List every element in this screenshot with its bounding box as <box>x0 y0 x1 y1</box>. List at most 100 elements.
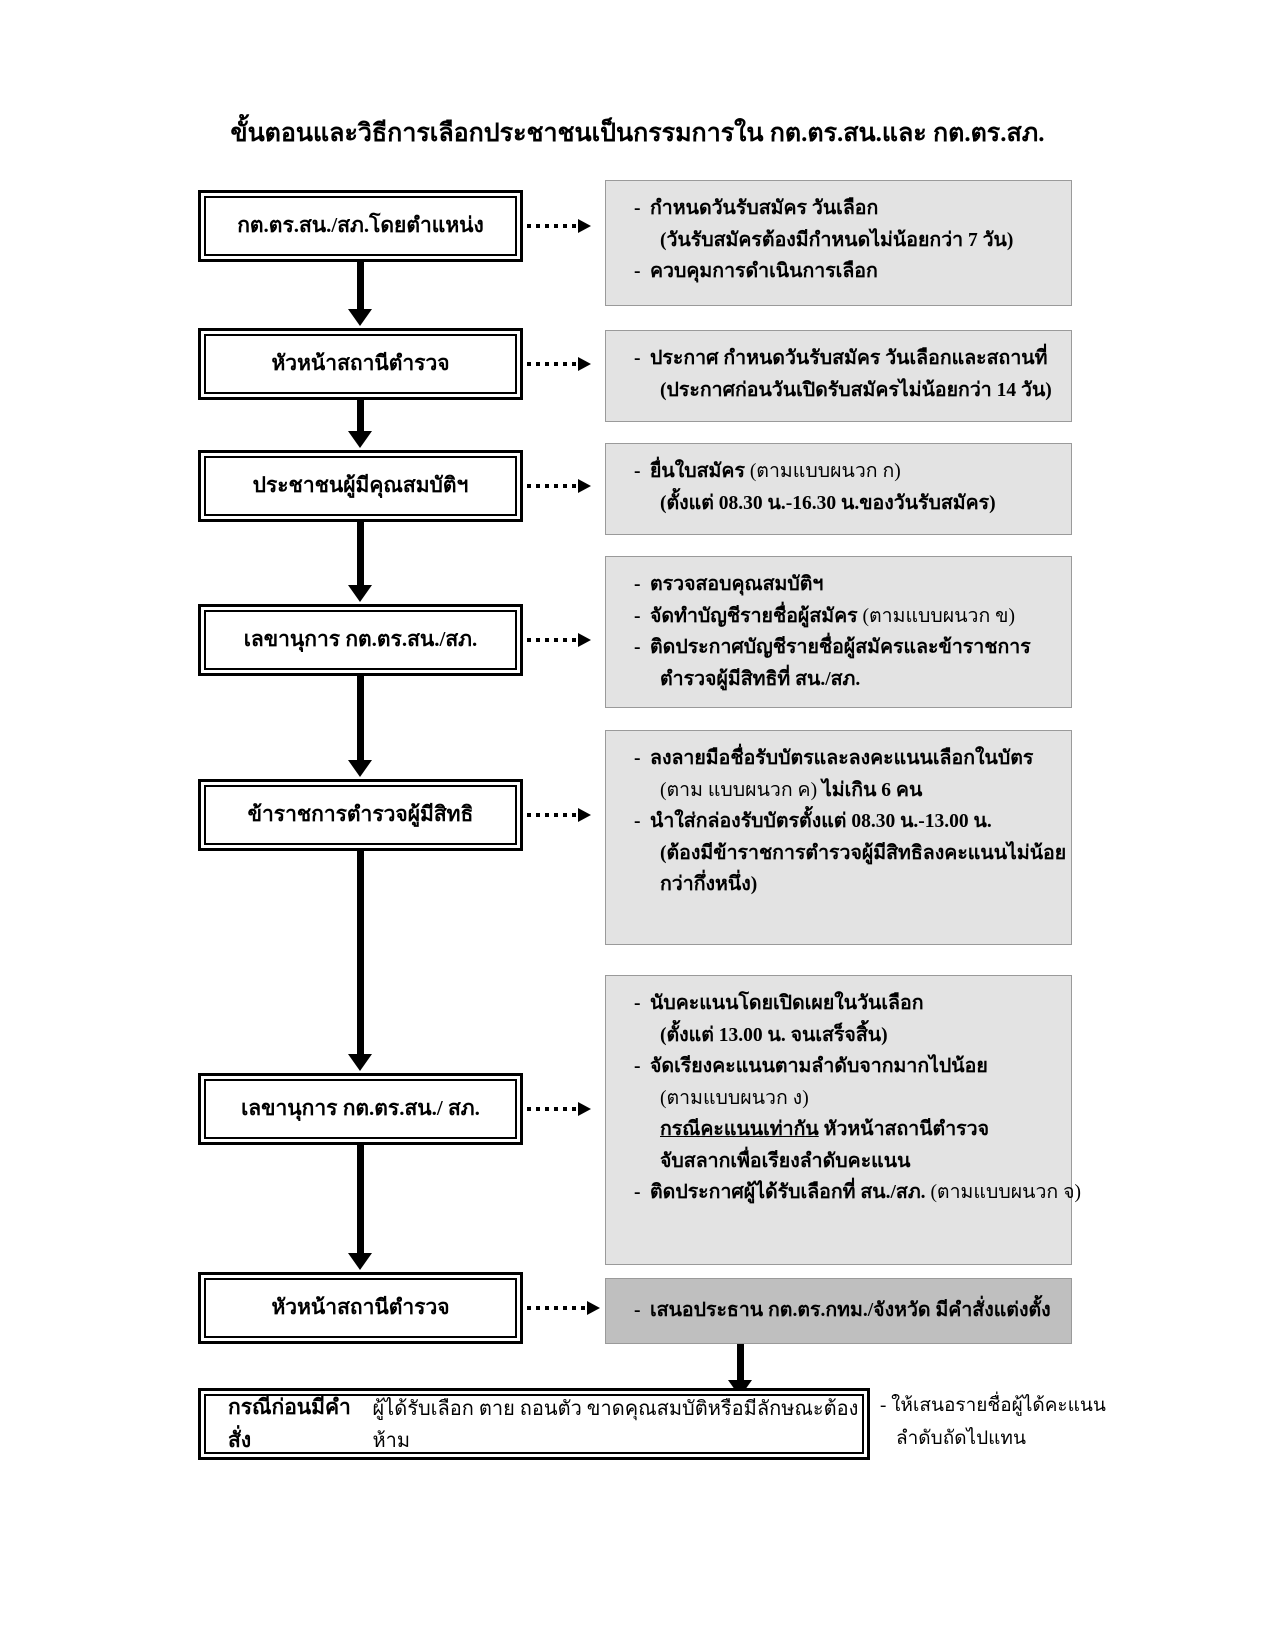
connector-note7-bottom <box>737 1344 744 1382</box>
note-line: -จัดทำบัญชีรายชื่อผู้สมัคร (ตามแบบผนวก ข… <box>634 601 1057 633</box>
dotted-connector-step-7 <box>527 1301 600 1315</box>
note-line: (ตาม แบบผนวก ค) ไม่เกิน 6 คน <box>660 779 923 801</box>
note-panel-6: -นับคะแนนโดยเปิดเผยในวันเลือก (ตั้งแต่ 1… <box>605 975 1081 1265</box>
bottom-annotation-line-2: ลำดับถัดไปแทน <box>896 1427 1026 1449</box>
process-label: ประชาชนผู้มีคุณสมบัติฯ <box>252 473 469 498</box>
dotted-line <box>527 362 576 366</box>
connector-arrow-4-5 <box>348 760 372 777</box>
dotted-line <box>527 484 576 488</box>
note-panel-4: -ตรวจสอบคุณสมบัติฯ -จัดทำบัญชีรายชื่อผู้… <box>605 556 1072 708</box>
note-line: (ประกาศก่อนวันเปิดรับสมัครไม่น้อยกว่า 14… <box>660 379 1052 401</box>
dotted-line <box>527 1107 576 1111</box>
dotted-connector-step-3 <box>527 479 591 493</box>
note-line: -ติดประกาศบัญชีรายชื่อผู้สมัครและข้าราชก… <box>634 632 1057 664</box>
bullet-dash-icon: - <box>634 1300 641 1322</box>
arrow-head-icon <box>578 357 591 371</box>
process-label: ข้าราชการตำรวจผู้มีสิทธิ <box>247 802 474 827</box>
page-title: ขั้นตอนและวิธีการเลือกประชาชนเป็นกรรมการ… <box>230 120 1045 147</box>
bullet-dash-icon: - <box>634 574 641 595</box>
process-box-step-2: หัวหน้าสถานีตำรวจ <box>198 328 523 400</box>
process-box-step-1: กต.ตร.สน./สภ.โดยตำแหน่ง <box>198 190 523 262</box>
connector-2-3 <box>357 400 364 433</box>
arrow-head-icon <box>578 808 591 822</box>
dotted-line <box>527 638 576 642</box>
note-line: -เสนอประธาน กต.ตร.กทม./จังหวัด มีคำสั่งแ… <box>634 1295 1051 1327</box>
note-line: (ตั้งแต่ 13.00 น. จนเสร็จสิ้น) <box>660 1024 888 1046</box>
bullet-dash-icon: - <box>634 261 641 283</box>
bottom-annotation: - ให้เสนอรายชื่อผู้ได้คะแนน ลำดับถัดไปแท… <box>880 1390 1160 1455</box>
dotted-connector-step-2 <box>527 357 591 371</box>
bullet-dash-icon: - <box>634 198 641 219</box>
note-line: -ควบคุมการดำเนินการเลือก <box>634 256 1057 288</box>
process-label: หัวหน้าสถานีตำรวจ <box>271 351 450 376</box>
dotted-connector-step-6 <box>527 1102 591 1116</box>
bullet-dash-icon: - <box>634 348 641 369</box>
dotted-line <box>527 224 576 228</box>
note-line: -กำหนดวันรับสมัคร วันเลือก <box>634 193 1057 225</box>
note-panel-5: -ลงลายมือชื่อรับบัตรและลงคะแนนเลือกในบัต… <box>605 730 1072 945</box>
dotted-line <box>527 813 576 817</box>
connector-arrow-1-2 <box>348 309 372 326</box>
process-box-inner: หัวหน้าสถานีตำรวจ <box>204 334 517 394</box>
note-line: กรณีคะแนนเท่ากัน หัวหน้าสถานีตำรวจ <box>660 1119 989 1141</box>
note-line: -ประกาศ กำหนดวันรับสมัคร วันเลือกและสถาน… <box>634 343 1057 375</box>
process-box-inner: เลขานุการ กต.ตร.สน./ สภ. <box>204 1079 517 1139</box>
process-label: กต.ตร.สน./สภ.โดยตำแหน่ง <box>237 213 484 238</box>
dotted-connector-step-4 <box>527 633 591 647</box>
bullet-dash-icon: - <box>634 461 641 482</box>
process-box-inner: กต.ตร.สน./สภ.โดยตำแหน่ง <box>204 196 517 256</box>
bullet-dash-icon: - <box>634 993 641 1014</box>
dotted-line <box>527 1306 585 1310</box>
process-box-inner: เลขานุการ กต.ตร.สน./สภ. <box>204 610 517 670</box>
connector-4-5 <box>357 676 364 762</box>
arrow-head-icon <box>578 1102 591 1116</box>
note-panel-2: -ประกาศ กำหนดวันรับสมัคร วันเลือกและสถาน… <box>605 330 1072 422</box>
dotted-connector-step-1 <box>527 219 591 233</box>
process-box-step-5: ข้าราชการตำรวจผู้มีสิทธิ <box>198 779 523 851</box>
note-line: -นับคะแนนโดยเปิดเผยในวันเลือก <box>634 988 1057 1020</box>
connector-1-2 <box>357 262 364 311</box>
note-line: ตำรวจผู้มีสิทธิที่ สน./สภ. <box>660 668 861 690</box>
process-label: เลขานุการ กต.ตร.สน./สภ. <box>243 627 478 652</box>
arrow-head-icon <box>578 479 591 493</box>
dotted-connector-step-5 <box>527 808 591 822</box>
bullet-dash-icon: - <box>634 605 641 627</box>
bullet-dash-icon: - <box>634 1056 641 1078</box>
note-panel-3: -ยื่นใบสมัคร (ตามแบบผนวก ก) (ตั้งแต่ 08.… <box>605 443 1072 535</box>
note-line: กว่ากึ่งหนึ่ง) <box>660 874 758 896</box>
process-box-step-4: เลขานุการ กต.ตร.สน./สภ. <box>198 604 523 676</box>
connector-arrow-2-3 <box>348 431 372 448</box>
note-line: จับสลากเพื่อเรียงลำดับคะแนน <box>660 1150 911 1172</box>
connector-6-7 <box>357 1145 364 1255</box>
process-box-inner: หัวหน้าสถานีตำรวจ <box>204 1278 517 1338</box>
connector-3-4 <box>357 522 364 587</box>
note-line: -ลงลายมือชื่อรับบัตรและลงคะแนนเลือกในบัต… <box>634 743 1057 775</box>
bottom-condition-heading: กรณีก่อนมีคำสั่ง <box>228 1395 351 1452</box>
note-line: (วันรับสมัครต้องมีกำหนดไม่น้อยกว่า 7 วัน… <box>660 229 1014 251</box>
emphasis-underline: กรณีคะแนนเท่ากัน <box>660 1119 819 1141</box>
arrow-head-icon <box>578 633 591 647</box>
bottom-condition-box: กรณีก่อนมีคำสั่ง ผู้ได้รับเลือก ตาย ถอนต… <box>198 1388 870 1460</box>
bottom-annotation-line-1: - ให้เสนอรายชื่อผู้ได้คะแนน <box>880 1395 1106 1416</box>
process-label: เลขานุการ กต.ตร.สน./ สภ. <box>241 1096 480 1121</box>
note-line: (ตั้งแต่ 08.30 น.-16.30 น.ของวันรับสมัคร… <box>660 492 996 514</box>
process-box-inner: ประชาชนผู้มีคุณสมบัติฯ <box>204 456 517 516</box>
note-line: (ต้องมีข้าราชการตำรวจผู้มีสิทธิลงคะแนนไม… <box>660 842 1067 864</box>
connector-5-6 <box>357 851 364 1056</box>
connector-arrow-6-7 <box>348 1253 372 1270</box>
connector-arrow-3-4 <box>348 585 372 602</box>
arrow-head-icon <box>578 219 591 233</box>
process-box-step-6: เลขานุการ กต.ตร.สน./ สภ. <box>198 1073 523 1145</box>
arrow-head-icon <box>587 1301 600 1315</box>
note-panel-7: -เสนอประธาน กต.ตร.กทม./จังหวัด มีคำสั่งแ… <box>605 1278 1072 1344</box>
bottom-condition-inner: กรณีก่อนมีคำสั่ง ผู้ได้รับเลือก ตาย ถอนต… <box>204 1394 864 1454</box>
note-line: -จัดเรียงคะแนนตามลำดับจากมากไปน้อย <box>634 1051 1057 1083</box>
bullet-dash-icon: - <box>634 1182 641 1204</box>
note-line: -นำใส่กล่องรับบัตรตั้งแต่ 08.30 น.-13.00… <box>634 806 1057 838</box>
note-panel-1: -กำหนดวันรับสมัคร วันเลือก (วันรับสมัครต… <box>605 180 1072 306</box>
note-line: -ยื่นใบสมัคร (ตามแบบผนวก ก) <box>634 456 1057 488</box>
bullet-dash-icon: - <box>634 637 641 659</box>
bullet-dash-icon: - <box>634 811 641 833</box>
note-line: -ติดประกาศผู้ได้รับเลือกที่ สน./สภ. (ตาม… <box>634 1177 1081 1209</box>
